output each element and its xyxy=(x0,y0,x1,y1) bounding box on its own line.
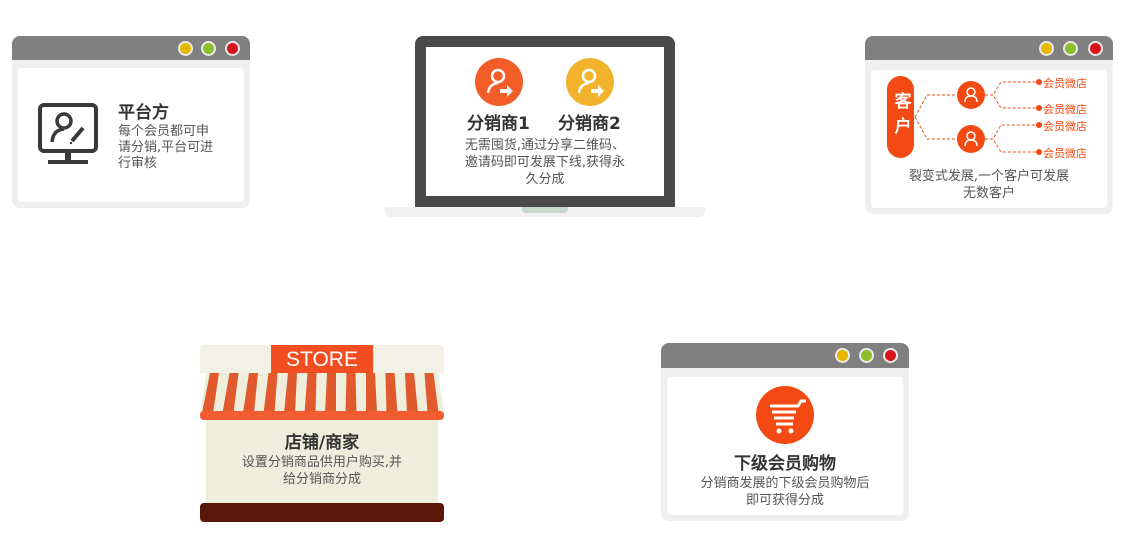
close-dot xyxy=(1088,41,1103,56)
store-desc-line: 设置分销商品供用户购买,并 xyxy=(241,455,403,470)
distributors-desc-line: 邀请码即可发展下线,获得永 xyxy=(464,155,626,170)
awning-stripe xyxy=(243,373,258,413)
maximize-dot xyxy=(201,41,216,56)
awning-stripe xyxy=(325,373,336,413)
close-dot xyxy=(883,348,898,363)
monitor-user-edit-icon xyxy=(38,103,98,164)
store-sign-text: STORE xyxy=(286,348,358,371)
awning-stripe xyxy=(366,373,377,413)
customers-card: 客户 会员微店 会员微店 会员微店 会员微店 裂变式发展,一个客户可发展 无数客… xyxy=(865,36,1113,214)
awning-stripe xyxy=(263,373,278,413)
shopping-title: 下级会员购物 xyxy=(734,454,836,474)
awning-stripe xyxy=(405,373,418,413)
awning-stripe xyxy=(202,373,219,413)
customer-badge: 客户 xyxy=(887,76,914,158)
maximize-dot xyxy=(1063,41,1078,56)
shopping-desc-line: 分销商发展的下级会员购物后 xyxy=(700,476,870,491)
shopping-desc-line: 即可获得分成 xyxy=(745,493,824,508)
minimize-dot xyxy=(1039,41,1054,56)
platform-desc-line: 请分销,平台可进 xyxy=(118,140,214,155)
platform-desc-line: 行审核 xyxy=(118,156,158,171)
distributors-laptop: 分销商1 分销商2 无需囤货,通过分享二维码、 邀请码即可发展下线,获得永 久分… xyxy=(415,36,675,207)
member-shop-label: 会员微店 xyxy=(1043,103,1087,116)
platform-desc-line: 每个会员都可申 xyxy=(118,124,210,139)
awning-stripe xyxy=(304,373,317,413)
platform-card: 平台方 每个会员都可申 请分销,平台可进 行审核 xyxy=(12,36,250,208)
distributors-desc-line: 久分成 xyxy=(525,172,565,187)
store-floor xyxy=(200,503,444,522)
customer-badge-text: 客户 xyxy=(890,92,911,142)
distributor-2-icon xyxy=(566,58,614,106)
awning-stripe xyxy=(424,373,439,413)
store-desc-line: 给分销商分成 xyxy=(282,472,361,487)
distributor-2-label: 分销商2 xyxy=(558,114,621,134)
member-shop-label: 会员微店 xyxy=(1043,77,1087,90)
minimize-dot xyxy=(178,41,193,56)
shopping-card: 下级会员购物 分销商发展的下级会员购物后 即可获得分成 xyxy=(661,343,909,521)
member-shop-label: 会员微店 xyxy=(1043,120,1087,133)
distributor-1-label: 分销商1 xyxy=(467,114,530,134)
awning-stripe xyxy=(284,373,297,413)
customers-desc-line: 无数客户 xyxy=(962,186,1015,201)
laptop-notch xyxy=(522,207,568,213)
referral-tree-lines xyxy=(914,79,1042,155)
member-user-icon xyxy=(957,81,985,109)
minimize-dot xyxy=(835,348,850,363)
distributors-desc-line: 无需囤货,通过分享二维码、 xyxy=(464,138,626,153)
member-user-icon xyxy=(957,125,985,153)
store-sign: STORE xyxy=(271,345,373,373)
distributor-1-icon xyxy=(475,58,523,106)
platform-title: 平台方 xyxy=(118,103,169,123)
awning-stripe xyxy=(385,373,398,413)
store-illustration: STORE 店铺/商家 设置分销商品供用户购买,并 给分销商分成 xyxy=(200,345,444,522)
awning-stripe xyxy=(345,373,357,413)
store-awning xyxy=(200,373,444,420)
awning-stripe xyxy=(222,373,239,413)
close-dot xyxy=(225,41,240,56)
shopping-cart-icon xyxy=(756,386,814,444)
member-shop-label: 会员微店 xyxy=(1043,147,1087,160)
store-title: 店铺/商家 xyxy=(284,433,360,453)
customers-desc-line: 裂变式发展,一个客户可发展 xyxy=(908,169,1070,184)
maximize-dot xyxy=(859,348,874,363)
